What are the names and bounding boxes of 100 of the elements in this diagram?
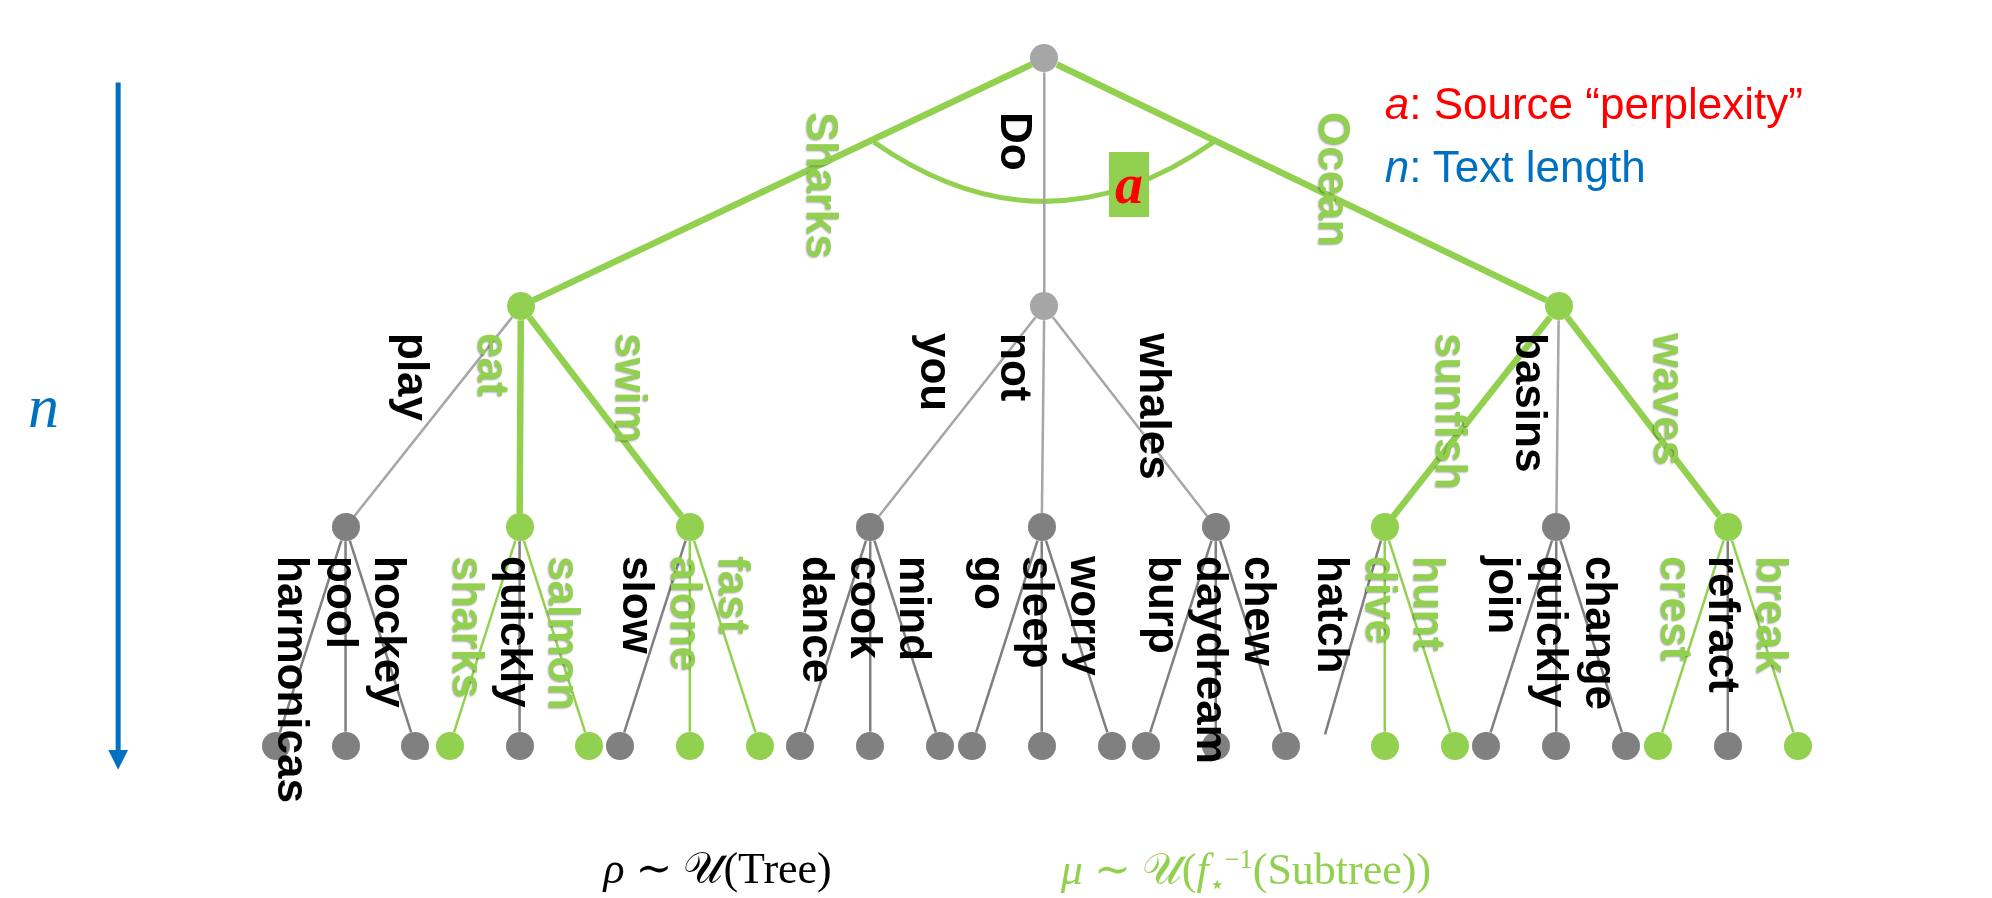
tree-node xyxy=(506,292,535,321)
edge-label: burp xyxy=(1141,556,1186,655)
tree-node xyxy=(1370,731,1399,760)
edge-label: refract xyxy=(1701,556,1746,694)
edge-label: play xyxy=(390,332,435,421)
tree-branch xyxy=(518,541,521,732)
tree-branch xyxy=(692,540,757,733)
legend-text: n: Text length xyxy=(1384,142,1646,193)
tree-node xyxy=(1027,731,1056,760)
tree-branch xyxy=(353,316,514,518)
edge-label: dance xyxy=(796,556,841,684)
tree-branch xyxy=(344,541,347,732)
tree-branch xyxy=(532,61,1033,304)
tree-node xyxy=(1271,731,1300,760)
edge-label: quickly xyxy=(493,556,538,709)
tree-branch xyxy=(873,540,938,733)
edge-label: harmonicas xyxy=(271,556,316,804)
edge-label: hunt xyxy=(1407,556,1452,652)
tree-branch xyxy=(1044,540,1109,733)
tree-branch xyxy=(877,316,1037,517)
edge-label: slow xyxy=(615,556,660,655)
tree-branch xyxy=(803,540,868,733)
edge-label: salmon xyxy=(542,556,587,711)
edge-label: eat xyxy=(470,332,515,397)
tree-node xyxy=(1097,731,1126,760)
tree-node xyxy=(1612,731,1641,760)
tree-branch xyxy=(452,540,517,733)
axis-label: n xyxy=(27,370,59,442)
tree-branch xyxy=(1148,540,1213,733)
tree-node xyxy=(745,731,774,760)
tree-node xyxy=(605,731,634,760)
tree-node xyxy=(957,731,986,760)
tree-node xyxy=(1201,731,1230,760)
tree-branch xyxy=(1040,320,1046,514)
tree-branch xyxy=(1055,61,1548,304)
tree-node xyxy=(926,731,955,760)
edge-label: you xyxy=(914,332,959,412)
tree-node xyxy=(1472,731,1501,760)
edge-label: change xyxy=(1578,556,1623,711)
edge-label: pool xyxy=(319,556,364,650)
tree-node xyxy=(1542,731,1571,760)
tree-branch xyxy=(526,315,684,519)
edge-label: not xyxy=(994,332,1039,402)
edge-label: crest xyxy=(1653,556,1698,662)
tree-branch xyxy=(1390,315,1553,519)
edge-label: swim xyxy=(609,332,654,443)
tree-node xyxy=(1713,513,1742,542)
edge-label: whales xyxy=(1132,332,1177,480)
edge-label: fast xyxy=(712,556,757,635)
tree-branch xyxy=(1051,316,1209,517)
tree-node xyxy=(1440,731,1469,760)
tree-node xyxy=(856,513,885,542)
tree-node xyxy=(1713,731,1742,760)
tree-node xyxy=(331,731,360,760)
edge-label: worry xyxy=(1064,556,1109,677)
tree-node xyxy=(1370,513,1399,542)
tree-branch xyxy=(974,540,1039,733)
edge-label: break xyxy=(1750,556,1795,674)
edge-label: sharks xyxy=(445,556,490,699)
tree-node xyxy=(1131,731,1160,760)
tree-branch xyxy=(1043,72,1046,293)
tree-node xyxy=(1030,292,1059,321)
tree-node xyxy=(856,731,885,760)
tree-branch xyxy=(278,540,343,733)
tree-branch xyxy=(1559,540,1624,733)
tree-branch xyxy=(688,541,692,732)
edge-label: Do xyxy=(994,111,1039,171)
edge-label: basins xyxy=(1508,332,1553,473)
tree-node xyxy=(575,731,604,760)
tree-node xyxy=(1783,731,1812,760)
legend-text: a: Source “perplexity” xyxy=(1384,78,1803,130)
tree-node xyxy=(1542,513,1571,542)
tree-branch xyxy=(1383,541,1386,732)
tree-node xyxy=(1027,513,1056,542)
tree-node xyxy=(786,731,815,760)
tree-branch xyxy=(1387,540,1452,733)
tree-branch xyxy=(1555,541,1558,732)
edge-label: dive xyxy=(1358,556,1403,645)
tree-node xyxy=(505,513,534,542)
tree-node xyxy=(401,731,430,760)
angle-label: a xyxy=(1109,152,1150,217)
edge-label: cook xyxy=(844,556,889,660)
tree-branch xyxy=(1323,540,1383,735)
tree-node xyxy=(435,731,464,760)
edge-label: hatch xyxy=(1310,556,1355,674)
edge-label: daydream xyxy=(1189,556,1234,765)
edge-label: go xyxy=(967,556,1012,611)
tree-branch xyxy=(1040,541,1043,732)
tree-branch xyxy=(1564,315,1722,519)
tree-branch xyxy=(1660,540,1725,733)
tree-branch xyxy=(1730,540,1795,733)
tree-node xyxy=(505,731,534,760)
tree-node xyxy=(1544,292,1573,321)
edge-label: mind xyxy=(892,556,937,662)
edge-label: hockey xyxy=(368,556,412,709)
formula: μ ∼ 𝒰(f$_{⋆}$$^{−1}$(Subtree)) xyxy=(1060,843,1432,898)
edge-label: waves xyxy=(1647,332,1692,465)
edge-label: Ocean xyxy=(1311,111,1356,247)
tree-node xyxy=(1643,731,1672,760)
tree-node xyxy=(331,513,360,542)
